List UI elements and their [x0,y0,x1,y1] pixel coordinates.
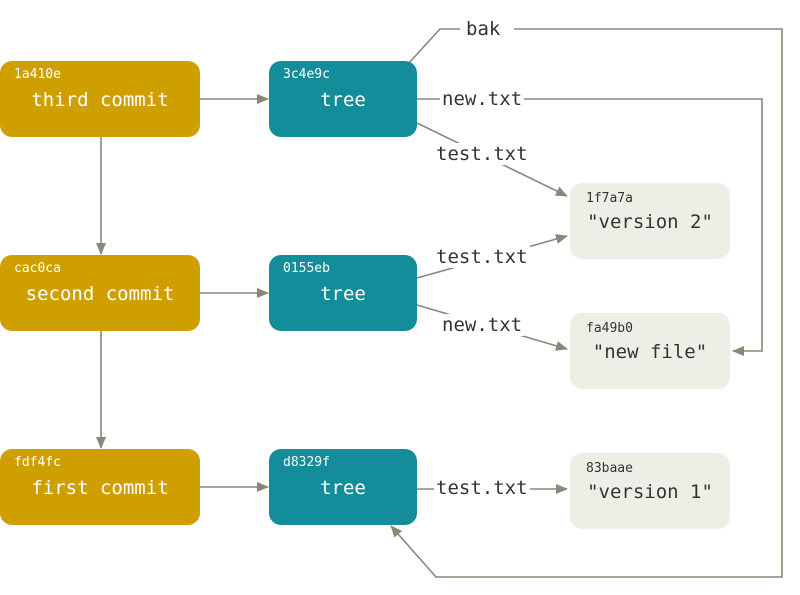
tree-label: tree [320,283,366,305]
edge-tree1-newtxt [417,98,763,356]
blob-node-newfile: fa49b0 "new file" [570,313,730,389]
tree-node-3: d8329f tree [269,449,417,525]
edge-label-tree1-test: test.txt [434,143,530,165]
tree-label: tree [320,89,366,111]
commit-label: second commit [25,283,175,305]
commit-label: first commit [31,477,169,499]
blob-sha: 1f7a7a [586,191,633,206]
edge-bak [407,28,460,65]
blob-node-version1: 83baae "version 1" [570,453,730,529]
blob-sha: 83baae [586,461,633,476]
blob-label: "version 2" [587,211,713,233]
tree-node-2: 0155eb tree [269,255,417,331]
tree-node-1: 3c4e9c tree [269,61,417,137]
commit-sha: 1a410e [14,67,61,82]
edge-label-tree3-test: test.txt [434,477,530,499]
tree-sha: 0155eb [283,261,330,276]
tree-sha: d8329f [283,455,330,470]
commit-node-third: 1a410e third commit [0,61,200,137]
commit-sha: fdf4fc [14,455,61,470]
blob-sha: fa49b0 [586,321,633,336]
edge-label-tree2-test: test.txt [434,246,530,268]
tree-label: tree [320,477,366,499]
edge-label-tree2-new: new.txt [440,314,525,336]
blob-node-version2: 1f7a7a "version 2" [570,183,730,259]
commit-label: third commit [31,89,169,111]
blob-label: "new file" [592,341,708,363]
tree-sha: 3c4e9c [283,67,330,82]
commit-node-first: fdf4fc first commit [0,449,200,525]
commit-sha: cac0ca [14,261,61,276]
edge-label-tree1-new: new.txt [440,88,525,110]
edge-bak-to-tree3 [390,28,783,578]
edge-label-bak: bak [464,18,503,40]
commit-node-second: cac0ca second commit [0,255,200,331]
blob-label: "version 1" [587,481,713,503]
